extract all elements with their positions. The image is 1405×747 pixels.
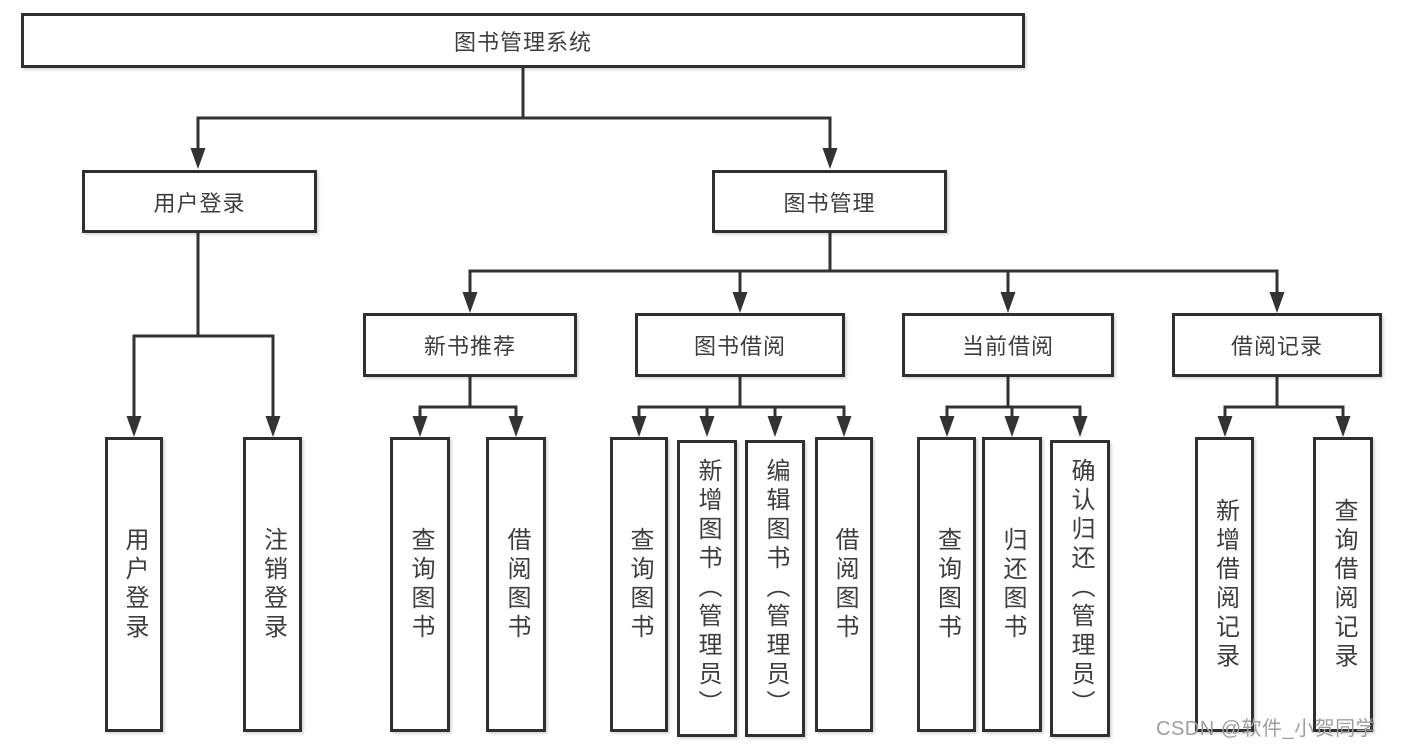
- leaf-logout: 注销登录: [243, 437, 302, 732]
- leaf-user-login-label: 用户登录: [121, 526, 148, 643]
- leaf-edit-book-admin-label: 编辑图书（管理员）: [762, 458, 789, 719]
- node-book-borrow-label: 图书借阅: [693, 334, 786, 359]
- node-book-borrow: 图书借阅: [635, 313, 845, 377]
- leaf-borrow-book-label: 借阅图书: [831, 526, 858, 643]
- leaf-logout-label: 注销登录: [259, 526, 287, 643]
- arrowhead-icons: [126, 148, 1351, 437]
- leaf-query-book-current-label: 查询图书: [933, 526, 961, 643]
- watermark: CSDN @软件_小贺同学: [1156, 718, 1377, 740]
- leaf-borrow-book: 借阅图书: [815, 437, 873, 732]
- leaf-confirm-return-admin-label: 确认归还（管理员）: [1067, 458, 1094, 719]
- leaf-return-book-label: 归还图书: [999, 526, 1026, 643]
- node-current-borrow: 当前借阅: [902, 313, 1114, 377]
- node-borrow-record-label: 借阅记录: [1230, 334, 1323, 359]
- node-book-management: 图书管理: [712, 170, 947, 233]
- leaf-query-borrow-record-label: 查询借阅记录: [1330, 497, 1357, 672]
- leaf-query-book-borrow-label: 查询图书: [626, 526, 653, 643]
- node-root-system-label: 图书管理系统: [453, 29, 592, 55]
- leaf-query-book-recommend-label: 查询图书: [407, 526, 434, 643]
- node-book-management-label: 图书管理: [783, 190, 876, 216]
- leaf-query-borrow-record: 查询借阅记录: [1313, 437, 1373, 732]
- leaf-edit-book-admin: 编辑图书（管理员）: [745, 440, 805, 737]
- leaf-confirm-return-admin: 确认归还（管理员）: [1050, 440, 1110, 737]
- leaf-query-book-borrow: 查询图书: [610, 437, 668, 732]
- node-new-book-recommend-label: 新书推荐: [423, 334, 516, 359]
- leaf-borrow-book-recommend: 借阅图书: [486, 437, 546, 732]
- node-root-system: 图书管理系统: [21, 13, 1025, 68]
- node-new-book-recommend: 新书推荐: [363, 313, 577, 377]
- leaf-borrow-book-recommend-label: 借阅图书: [503, 526, 530, 643]
- leaf-query-book-current: 查询图书: [917, 437, 976, 732]
- leaf-add-book-admin: 新增图书（管理员）: [677, 440, 737, 737]
- node-borrow-record: 借阅记录: [1172, 313, 1382, 377]
- node-user-login: 用户登录: [82, 170, 317, 233]
- leaf-user-login: 用户登录: [105, 437, 163, 732]
- node-current-borrow-label: 当前借阅: [961, 334, 1054, 359]
- leaf-query-book-recommend: 查询图书: [390, 437, 450, 732]
- node-user-login-label: 用户登录: [153, 190, 246, 216]
- leaf-add-borrow-record-label: 新增借阅记录: [1211, 497, 1239, 672]
- leaf-return-book: 归还图书: [982, 437, 1042, 732]
- leaf-add-book-admin-label: 新增图书（管理员）: [694, 458, 721, 719]
- leaf-add-borrow-record: 新增借阅记录: [1195, 437, 1254, 732]
